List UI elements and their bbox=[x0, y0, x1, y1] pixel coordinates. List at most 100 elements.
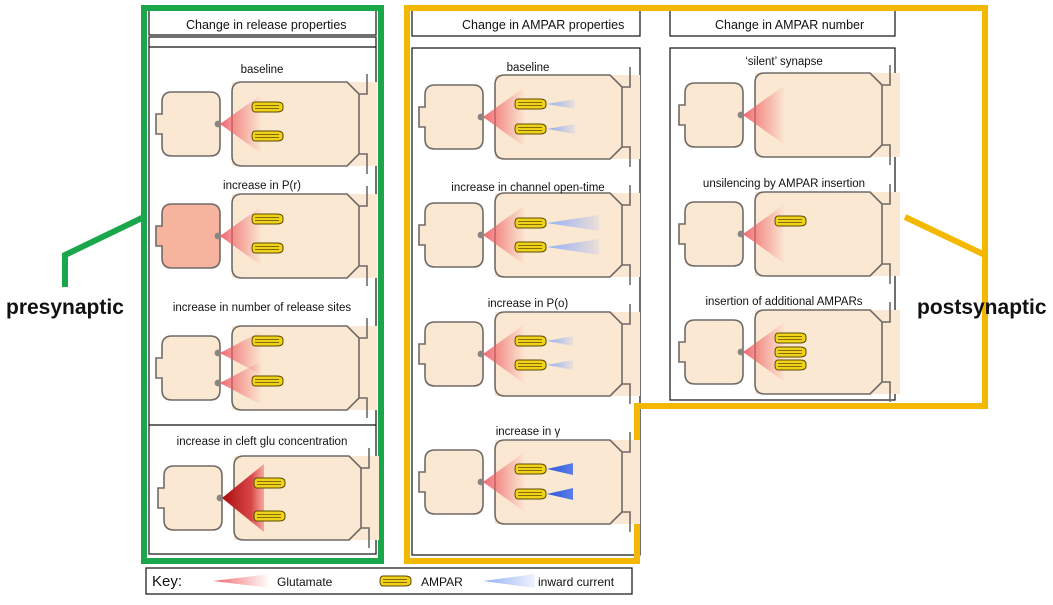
release-pr-synapse bbox=[155, 186, 377, 286]
key-glutamate-label: Glutamate bbox=[277, 575, 333, 589]
presynaptic-terminal bbox=[418, 449, 484, 515]
release-baseline-caption: baseline bbox=[240, 64, 284, 76]
ampar-receptor bbox=[514, 463, 547, 475]
ampar-receptor bbox=[774, 346, 807, 358]
glutamate-cloud bbox=[220, 94, 262, 154]
ampar-receptor bbox=[514, 217, 547, 229]
ampar-receptor bbox=[514, 241, 547, 253]
release-cleft-glu-caption: increase in cleft glu concentration bbox=[176, 436, 348, 448]
additional-ampars-synapse bbox=[678, 302, 900, 402]
ampar-receptor bbox=[514, 488, 547, 500]
ampar-po-caption: increase in P(o) bbox=[487, 298, 569, 310]
glutamate-cloud bbox=[743, 204, 785, 264]
inward-current bbox=[547, 124, 575, 134]
ampar-number-column-header: Change in AMPAR number bbox=[715, 18, 865, 32]
ampar-receptor bbox=[251, 375, 284, 387]
glutamate-cloud bbox=[483, 452, 525, 512]
inward-current bbox=[547, 488, 573, 500]
inward-current bbox=[547, 463, 573, 475]
inward-current bbox=[547, 239, 599, 255]
postsynaptic-label: postsynaptic bbox=[917, 296, 1047, 319]
ampar-open-time-caption: increase in channel open-time bbox=[451, 182, 605, 194]
glutamate-cloud bbox=[222, 464, 264, 532]
presynaptic-terminal bbox=[155, 203, 221, 269]
silent-synapse-caption: ‘silent’ synapse bbox=[745, 56, 823, 68]
ampar-receptor bbox=[514, 359, 547, 371]
ampar-receptor bbox=[251, 101, 284, 113]
postsynaptic-callout-line bbox=[903, 214, 988, 287]
ampar-properties-column-header: Change in AMPAR properties bbox=[462, 18, 625, 32]
ampar-receptor bbox=[251, 335, 284, 347]
ampar-receptor bbox=[514, 335, 547, 347]
ampar-receptor bbox=[774, 215, 807, 227]
key-title: Key: bbox=[152, 573, 183, 590]
ampar-receptor bbox=[774, 332, 807, 344]
key-glutamate-swatch bbox=[213, 574, 270, 588]
release-site bbox=[737, 230, 745, 238]
ampar-receptor bbox=[774, 359, 807, 371]
key-glyphs bbox=[213, 574, 535, 588]
ampar-receptor bbox=[253, 477, 286, 489]
additional-ampars-caption: insertion of additional AMPARs bbox=[705, 296, 863, 308]
ampar-open-time-synapse bbox=[418, 185, 640, 285]
key-ampar-label: AMPAR bbox=[421, 575, 463, 589]
ampar-receptor bbox=[251, 242, 284, 254]
glutamate-cloud bbox=[220, 331, 262, 375]
release-site bbox=[477, 113, 485, 121]
glutamate-cloud bbox=[483, 324, 525, 384]
presynaptic-terminal bbox=[418, 202, 484, 268]
ampar-receptor bbox=[251, 130, 284, 142]
release-site bbox=[214, 232, 222, 240]
ampar-gamma-caption: increase in γ bbox=[495, 426, 561, 438]
release-baseline-synapse bbox=[155, 74, 377, 174]
presynaptic-label: presynaptic bbox=[6, 296, 124, 319]
release-site bbox=[477, 478, 485, 486]
presynaptic-terminal bbox=[418, 321, 484, 387]
ampar-gamma-synapse bbox=[418, 432, 640, 532]
glutamate-cloud bbox=[743, 85, 785, 145]
presynaptic-terminal bbox=[678, 201, 744, 267]
release-site bbox=[214, 379, 222, 387]
presynaptic-terminal bbox=[155, 335, 221, 401]
presynaptic-frame bbox=[141, 5, 384, 564]
ampar-baseline-caption: baseline bbox=[506, 62, 550, 74]
release-site bbox=[477, 231, 485, 239]
release-site bbox=[214, 120, 222, 128]
ampar-receptor bbox=[379, 575, 412, 587]
presynaptic-terminal bbox=[678, 82, 744, 148]
presynaptic-terminal bbox=[155, 91, 221, 157]
ampar-po-synapse bbox=[418, 304, 640, 404]
ampar-receptor bbox=[251, 213, 284, 225]
glutamate-cloud bbox=[220, 361, 262, 405]
unsilencing-caption: unsilencing by AMPAR insertion bbox=[702, 178, 866, 190]
ampar-props-panel-box bbox=[411, 47, 641, 556]
glutamate-cloud bbox=[220, 206, 262, 266]
release-cleft-glu-synapse bbox=[157, 448, 379, 548]
inward-current bbox=[547, 215, 599, 231]
release-column-header: Change in release properties bbox=[186, 18, 347, 32]
postsynaptic-frame bbox=[404, 5, 988, 564]
glutamate-cloud bbox=[483, 205, 525, 265]
key-current-label: inward current bbox=[538, 575, 615, 589]
postsynaptic-cell bbox=[231, 318, 368, 418]
release-site bbox=[737, 348, 745, 356]
release-sites-synapse bbox=[155, 318, 377, 418]
ampar-receptor bbox=[514, 98, 547, 110]
key-current-swatch bbox=[483, 574, 535, 588]
silent-synapse bbox=[678, 65, 900, 165]
presynaptic-terminal bbox=[157, 465, 223, 531]
presynaptic-terminal bbox=[418, 84, 484, 150]
inward-current bbox=[547, 360, 573, 370]
release-site bbox=[214, 349, 222, 357]
ampar-baseline-synapse bbox=[418, 67, 640, 167]
release-sites-caption: increase in number of release sites bbox=[172, 302, 352, 314]
release-panel-box bbox=[148, 36, 377, 555]
release-site bbox=[477, 350, 485, 358]
inward-current bbox=[547, 336, 573, 346]
presynaptic-callout-line bbox=[62, 214, 146, 287]
ampar-receptor bbox=[253, 510, 286, 522]
release-site bbox=[216, 494, 224, 502]
unsilencing-synapse bbox=[678, 184, 900, 284]
glutamate-cloud bbox=[483, 87, 525, 147]
